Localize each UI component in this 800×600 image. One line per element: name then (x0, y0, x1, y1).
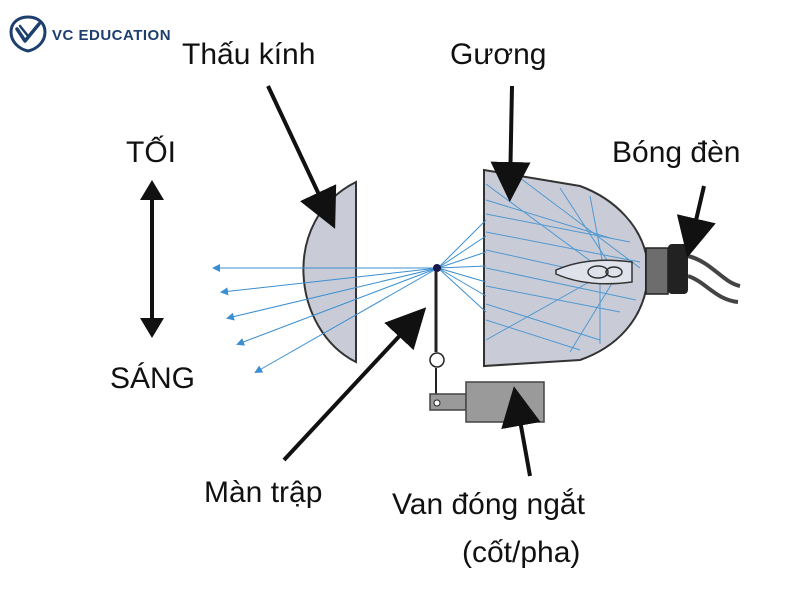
label-bright: SÁNG (110, 362, 196, 395)
valve-pointer-arrow (501, 386, 541, 477)
valve-block (429, 381, 545, 423)
label-lens: Thấu kính (182, 38, 316, 71)
pointer-arrows (266, 85, 716, 477)
label-mirror: Gương (450, 38, 547, 71)
lens-shape (302, 180, 357, 364)
bulb-socket (645, 244, 741, 304)
dark-bright-double-arrow (140, 180, 164, 338)
label-valve-line2: (cốt/pha) (462, 536, 581, 569)
lens-pointer-arrow (266, 85, 337, 229)
output-rays (212, 264, 439, 373)
label-shutter: Màn trập (204, 476, 323, 509)
bulb-pointer-arrow (676, 185, 716, 258)
shutter (429, 264, 445, 398)
brand-name: VC EDUCATION (52, 27, 172, 44)
focus-rays (437, 219, 487, 313)
label-dark: TỐI (126, 136, 176, 169)
bulb-filament (555, 259, 633, 285)
label-valve-line1: Van đóng ngắt (392, 488, 585, 521)
mirror-pointer-arrow (490, 85, 531, 202)
shutter-pointer-arrow (282, 307, 427, 462)
label-bulb: Bóng đèn (612, 136, 741, 169)
shield-check-logo-icon (9, 15, 47, 53)
